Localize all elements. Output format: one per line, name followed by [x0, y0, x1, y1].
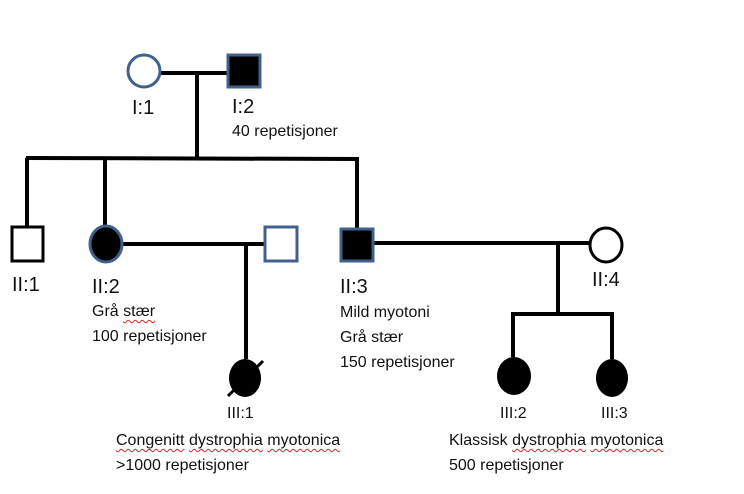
note-III1-word3: myotonica — [267, 432, 341, 449]
individual-III3-female-affected — [596, 359, 628, 397]
note-II2-cataract-word2: stær — [123, 303, 156, 320]
label-II1: II:1 — [12, 274, 40, 296]
note-II3-cataract: Grå stær — [340, 329, 404, 346]
deceased-slash-III1 — [226, 359, 265, 398]
label-III3: III:3 — [601, 405, 628, 422]
note-III23-word1: Klassisk — [449, 432, 508, 449]
label-III2: III:2 — [500, 405, 527, 422]
note-II2-repeats: 100 repetisjoner — [92, 328, 207, 345]
individual-II4-female-unaffected — [588, 226, 624, 264]
note-II3-myotonia: Mild myotoni — [340, 304, 430, 321]
label-I1: I:1 — [132, 97, 155, 119]
note-II3-repeats: 150 repetisjoner — [340, 354, 455, 371]
label-II3: II:3 — [340, 276, 368, 298]
note-II2-cataract-word1: Grå — [92, 303, 124, 320]
label-I2: I:2 — [232, 96, 255, 118]
sibship-line-II — [25, 156, 360, 161]
individual-II3-male-affected — [339, 227, 375, 263]
individual-II2-female-affected — [88, 224, 124, 264]
label-III1: III:1 — [227, 405, 254, 422]
note-III1-diagnosis: Congenitt dystrophia myotonica — [116, 429, 340, 453]
note-III2-III3-repeats: 500 repetisjoner — [449, 457, 564, 474]
label-II2: II:2 — [92, 276, 120, 298]
individual-I2-male-affected — [226, 53, 262, 89]
label-II4: II:4 — [592, 269, 620, 291]
note-II2-cataract: Grå stær — [92, 300, 155, 324]
note-III23-word3: myotonica — [590, 432, 664, 449]
note-III1-word2: dystrophia — [188, 432, 263, 449]
individual-III2-female-affected — [497, 357, 531, 395]
connector-lines — [25, 71, 614, 359]
note-III23-word2: dystrophia — [512, 432, 586, 449]
note-III1-word1: Congenitt — [116, 432, 185, 449]
note-III1-repeats: >1000 repetisjoner — [116, 457, 249, 474]
note-I2-repeats: 40 repetisjoner — [232, 123, 338, 140]
individual-II2-spouse-male-unaffected — [263, 225, 299, 263]
individual-II1-male-unaffected — [10, 225, 45, 263]
individual-I1-female-unaffected — [126, 53, 162, 89]
note-III2-III3-diagnosis: Klassisk dystrophia myotonica — [449, 429, 663, 453]
